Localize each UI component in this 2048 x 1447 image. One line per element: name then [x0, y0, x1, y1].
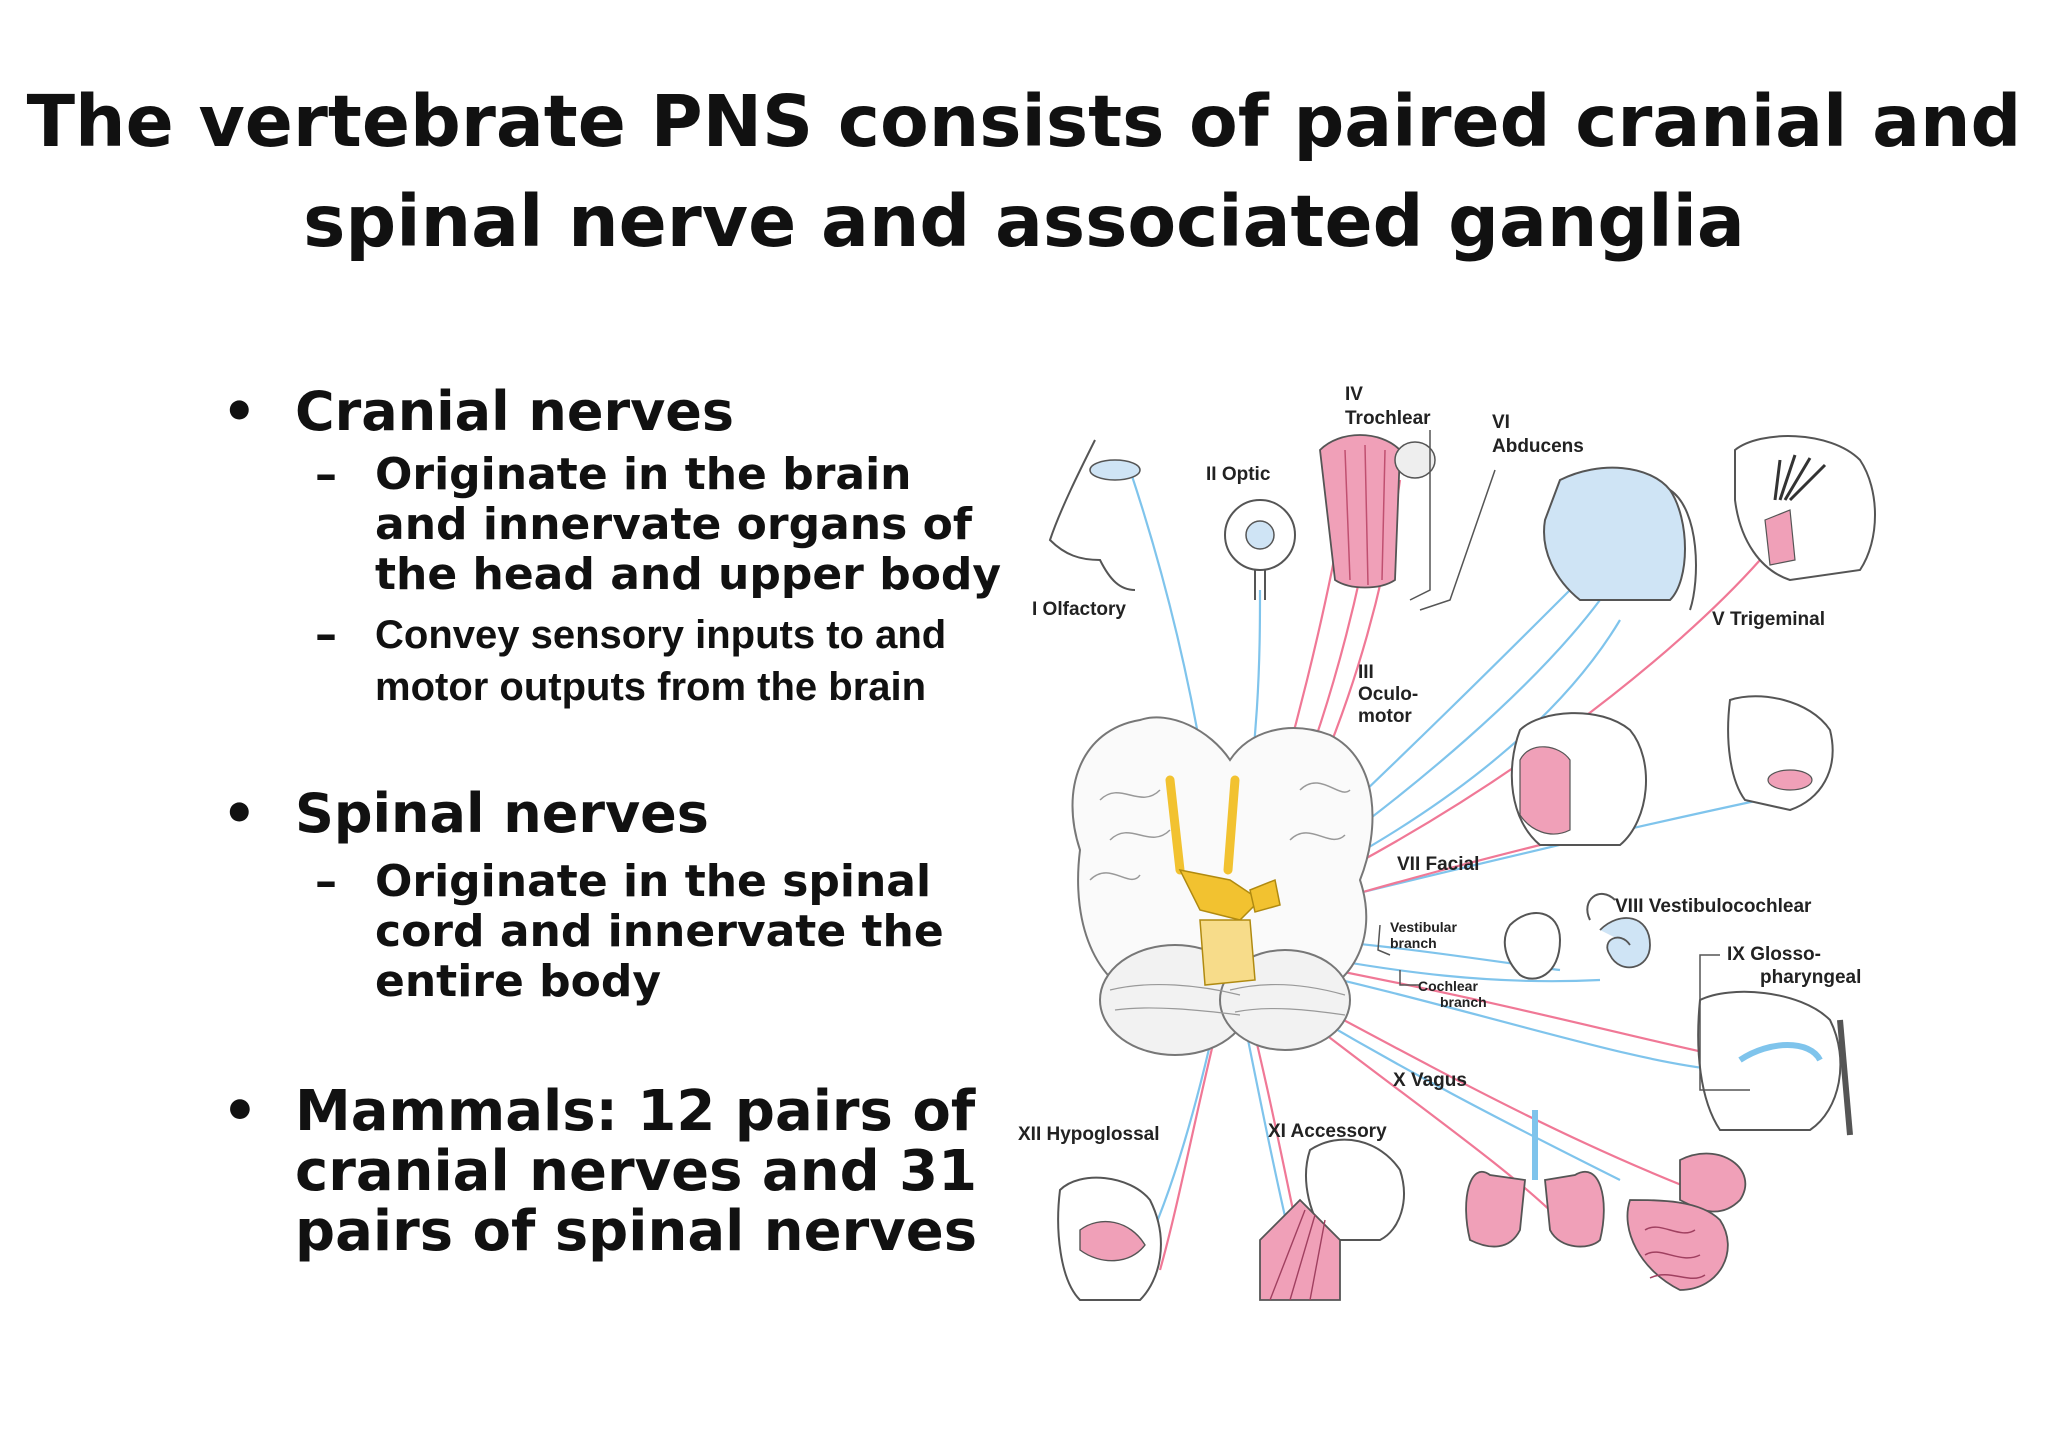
sub-bullet-line: Originate in the brain — [375, 449, 912, 500]
organ-illustrations — [1048, 434, 1876, 1301]
leader-lines — [1377, 430, 1750, 1091]
inner-ear-cochlea — [1599, 917, 1651, 969]
label-oculomotor-3: motor — [1358, 706, 1412, 727]
bullet-glyph: • — [222, 1079, 258, 1144]
lungs — [1465, 1171, 1605, 1248]
optic-stalk — [1254, 570, 1266, 600]
intestines — [1626, 1199, 1729, 1291]
eye-muscle-lines — [1344, 444, 1386, 586]
olfactory-bulb-right — [1223, 775, 1240, 875]
label-accessory: XI Accessory — [1268, 1121, 1387, 1142]
bullet-glyph: • — [222, 380, 257, 443]
brainstem — [1199, 919, 1256, 986]
label-trochlear-2: Trochlear — [1345, 408, 1431, 429]
label-cochlear-2: branch — [1440, 994, 1487, 1010]
label-trochlear-1: IV — [1345, 384, 1363, 405]
leader-glosso — [1699, 954, 1750, 1091]
tongue-upper — [1767, 769, 1813, 791]
sub-bullet-line: Convey sensory inputs to and — [375, 613, 947, 657]
label-glosso-2: pharyngeal — [1760, 967, 1861, 988]
cerebellum-lines — [1109, 983, 1346, 1016]
sub-bullet-line: entire body — [375, 956, 662, 1007]
brain-illustration — [1071, 716, 1374, 1056]
masseter-muscle — [1764, 509, 1796, 566]
head-accessory — [1305, 1138, 1405, 1241]
label-vestibular-2: branch — [1390, 935, 1437, 951]
eye-muscles — [1319, 434, 1401, 589]
bullet-text: cranial nerves and 31 — [295, 1139, 978, 1204]
label-abducens-1: VI — [1492, 412, 1510, 433]
label-oculomotor-1: III — [1358, 662, 1374, 683]
label-oculomotor-2: Oculo- — [1358, 684, 1418, 705]
label-glosso-1: IX Glosso- — [1727, 944, 1821, 965]
label-vestibular-1: Vestibular — [1390, 919, 1457, 935]
bullet-glyph: • — [222, 782, 257, 845]
temporalis-fan — [1773, 454, 1827, 502]
nose-profile-olfactory — [1048, 439, 1136, 591]
label-trigeminal: V Trigeminal — [1712, 609, 1825, 630]
glosso-nerve-pink — [1254, 953, 1741, 1062]
face-abducens-outline — [1669, 489, 1697, 611]
bullet-text: pairs of spinal nerves — [295, 1199, 978, 1264]
neck-muscle-lines — [1269, 1209, 1326, 1301]
tongue-hypoglossal — [1079, 1220, 1146, 1262]
sub-bullet-line: and innervate organs of — [375, 499, 972, 550]
intestine-loops — [1644, 1226, 1706, 1280]
bullet-text: Cranial nerves — [295, 380, 735, 443]
nerve-labels: I Olfactory II Optic IV Trochlear VI Abd… — [1018, 384, 1861, 1145]
facial-muscles — [1519, 746, 1571, 835]
leader-cochlear — [1399, 970, 1420, 986]
label-cochlear-1: Cochlear — [1418, 978, 1478, 994]
label-abducens-2: Abducens — [1492, 436, 1584, 457]
dash-glyph: – — [315, 856, 337, 907]
label-facial: VII Facial — [1397, 854, 1479, 875]
dash-glyph: – — [315, 609, 337, 660]
head-glossopharyngeal-lower — [1697, 990, 1842, 1131]
optic-chiasm — [1178, 868, 1262, 921]
face-abducens — [1543, 466, 1686, 601]
sub-bullet-line: motor outputs from the brain — [375, 665, 927, 709]
olfactory-bulb-left — [1165, 775, 1185, 875]
olfactory-bulb-organ — [1089, 459, 1141, 481]
head-glossopharyngeal-upper — [1727, 695, 1834, 812]
outer-ear — [1503, 912, 1562, 980]
spine-lower — [1837, 1019, 1853, 1136]
cranial-nerves-diagram: I Olfactory II Optic IV Trochlear VI Abd… — [1018, 384, 1876, 1301]
stomach — [1679, 1152, 1747, 1213]
label-olfactory: I Olfactory — [1032, 599, 1126, 620]
pharynx-blue — [1738, 1042, 1823, 1063]
leader-vestibular — [1377, 924, 1391, 956]
slide-title: The vertebrate PNS consists of paired cr… — [26, 80, 2022, 263]
eye-capsule — [1394, 441, 1436, 479]
leader-trochlear — [1409, 430, 1431, 601]
label-hypoglossal: XII Hypoglossal — [1018, 1124, 1159, 1145]
label-vestibulocochlear: VIII Vestibulocochlear — [1615, 896, 1812, 917]
trigeminal-root — [1249, 878, 1281, 913]
iris — [1245, 520, 1275, 550]
label-optic: II Optic — [1206, 464, 1271, 485]
bullet-text: Mammals: 12 pairs of — [295, 1079, 976, 1144]
sub-bullet-line: the head and upper body — [375, 549, 1002, 600]
sub-bullet-line: Originate in the spinal — [375, 856, 932, 907]
dash-glyph: – — [315, 449, 337, 500]
brain-folds — [1089, 782, 1351, 881]
semicircular-canals — [1586, 893, 1616, 921]
label-vagus: X Vagus — [1393, 1070, 1467, 1091]
bullet-text: Spinal nerves — [295, 782, 709, 845]
sub-bullet-line: cord and innervate the — [375, 906, 944, 957]
head-trigeminal — [1734, 435, 1876, 582]
leader-abducens — [1419, 469, 1496, 611]
